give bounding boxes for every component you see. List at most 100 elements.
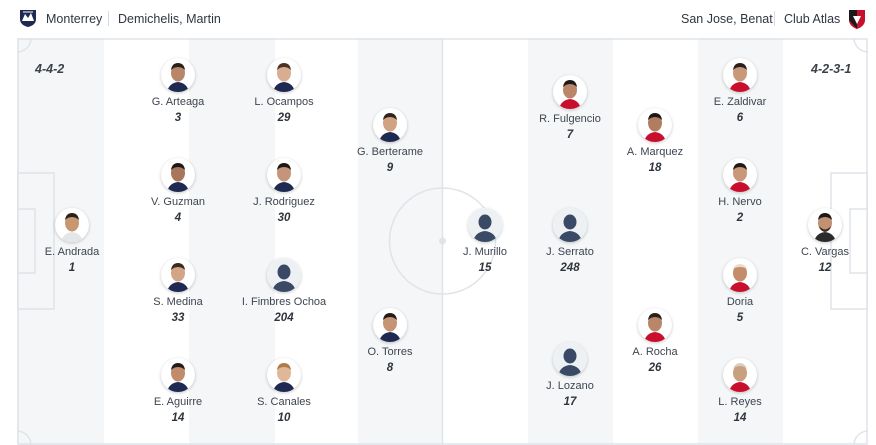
player-card[interactable]: J. Serrato 248 [510, 208, 630, 275]
player-name: H. Nervo [718, 196, 762, 208]
player-name: G. Berterame [356, 146, 424, 158]
player-photo [553, 75, 587, 109]
away-team-name[interactable]: Club Atlas [784, 12, 841, 26]
player-photo-placeholder [468, 208, 502, 242]
player-name: Doria [726, 296, 754, 308]
player-number: 6 [736, 112, 744, 124]
player-photo-placeholder [553, 208, 587, 242]
player-name: J. Serrato [546, 246, 594, 258]
player-card[interactable]: E. Andrada 1 [12, 208, 132, 275]
player-card[interactable]: V. Guzman 4 [118, 158, 238, 225]
player-card[interactable]: G. Berterame 9 [330, 108, 450, 175]
player-photo [161, 158, 195, 192]
player-photo [808, 208, 842, 242]
player-card[interactable]: I. Fimbres Ochoa 204 [224, 258, 344, 325]
player-card[interactable]: E. Aguirre 14 [118, 358, 238, 425]
player-number: 1 [68, 262, 76, 274]
player-number: 29 [277, 112, 291, 124]
player-card[interactable]: A. Rocha 26 [595, 308, 715, 375]
player-photo-placeholder [553, 342, 587, 376]
player-name: C. Vargas [800, 246, 850, 258]
player-card[interactable]: H. Nervo 2 [680, 158, 800, 225]
player-name: A. Marquez [626, 146, 684, 158]
player-number: 14 [733, 412, 747, 424]
player-photo [723, 258, 757, 292]
player-name: I. Fimbres Ochoa [241, 296, 327, 308]
player-name: S. Canales [257, 396, 311, 408]
player-number: 17 [563, 396, 577, 408]
player-card[interactable]: E. Zaldivar 6 [680, 58, 800, 125]
player-name: S. Medina [153, 296, 203, 308]
monterrey-crest-icon[interactable] [19, 8, 37, 28]
player-name: J. Lozano [546, 380, 594, 392]
player-name: J. Murillo [462, 246, 507, 258]
player-photo [373, 108, 407, 142]
home-team-name[interactable]: Monterrey [46, 12, 103, 26]
player-card[interactable]: A. Marquez 18 [595, 108, 715, 175]
player-name: E. Andrada [44, 246, 100, 258]
player-name: L. Ocampos [254, 96, 314, 108]
player-photo [373, 308, 407, 342]
player-number: 10 [277, 412, 291, 424]
player-card[interactable]: S. Medina 33 [118, 258, 238, 325]
player-name: E. Zaldivar [713, 96, 767, 108]
home-coach-name[interactable]: Demichelis, Martin [118, 12, 221, 26]
player-name: R. Fulgencio [539, 113, 601, 125]
lineup-header: Monterrey Demichelis, Martin San Jose, B… [0, 0, 876, 38]
player-card[interactable]: Doria 5 [680, 258, 800, 325]
player-card[interactable]: R. Fulgencio 7 [510, 75, 630, 142]
away-formation: 4-2-3-1 [811, 62, 852, 76]
player-number: 15 [478, 262, 492, 274]
player-number: 26 [648, 362, 662, 374]
atlas-crest-icon[interactable] [847, 8, 867, 30]
player-photo [638, 308, 672, 342]
player-number: 14 [171, 412, 185, 424]
player-number: 5 [736, 312, 744, 324]
player-number: 3 [174, 112, 182, 124]
player-name: L. Reyes [718, 396, 762, 408]
player-name: O. Torres [367, 346, 413, 358]
player-number: 9 [386, 162, 394, 174]
player-card[interactable]: L. Reyes 14 [680, 358, 800, 425]
player-number: 204 [274, 312, 294, 324]
home-formation: 4-4-2 [35, 62, 65, 76]
pitch [17, 38, 868, 445]
player-number: 33 [171, 312, 185, 324]
player-card[interactable]: J. Lozano 17 [510, 342, 630, 409]
player-card[interactable]: C. Vargas 12 [765, 208, 876, 275]
header-divider [108, 11, 109, 26]
player-card[interactable]: J. Murillo 15 [425, 208, 545, 275]
player-card[interactable]: L. Ocampos 29 [224, 58, 344, 125]
player-name: V. Guzman [150, 196, 205, 208]
player-card[interactable]: O. Torres 8 [330, 308, 450, 375]
player-photo [55, 208, 89, 242]
player-photo [723, 358, 757, 392]
player-card[interactable]: S. Canales 10 [224, 358, 344, 425]
player-photo [638, 108, 672, 142]
player-card[interactable]: J. Rodriguez 30 [224, 158, 344, 225]
player-photo-placeholder [267, 258, 301, 292]
pitch-lines [17, 38, 868, 445]
player-photo [723, 58, 757, 92]
away-coach-name[interactable]: San Jose, Benat [681, 12, 773, 26]
player-name: G. Arteaga [151, 96, 205, 108]
player-name: E. Aguirre [153, 396, 203, 408]
player-number: 12 [818, 262, 832, 274]
player-name: A. Rocha [632, 346, 678, 358]
player-number: 7 [566, 129, 574, 141]
player-number: 248 [560, 262, 580, 274]
header-divider [774, 11, 775, 26]
player-number: 30 [277, 212, 291, 224]
pitch-stripe [613, 38, 698, 445]
player-photo [267, 158, 301, 192]
player-number: 18 [648, 162, 662, 174]
player-photo [267, 358, 301, 392]
player-photo [161, 358, 195, 392]
player-photo [723, 158, 757, 192]
player-name: J. Rodriguez [253, 196, 315, 208]
player-number: 8 [386, 362, 394, 374]
player-photo [267, 58, 301, 92]
player-card[interactable]: G. Arteaga 3 [118, 58, 238, 125]
player-photo [161, 258, 195, 292]
player-number: 4 [174, 212, 182, 224]
